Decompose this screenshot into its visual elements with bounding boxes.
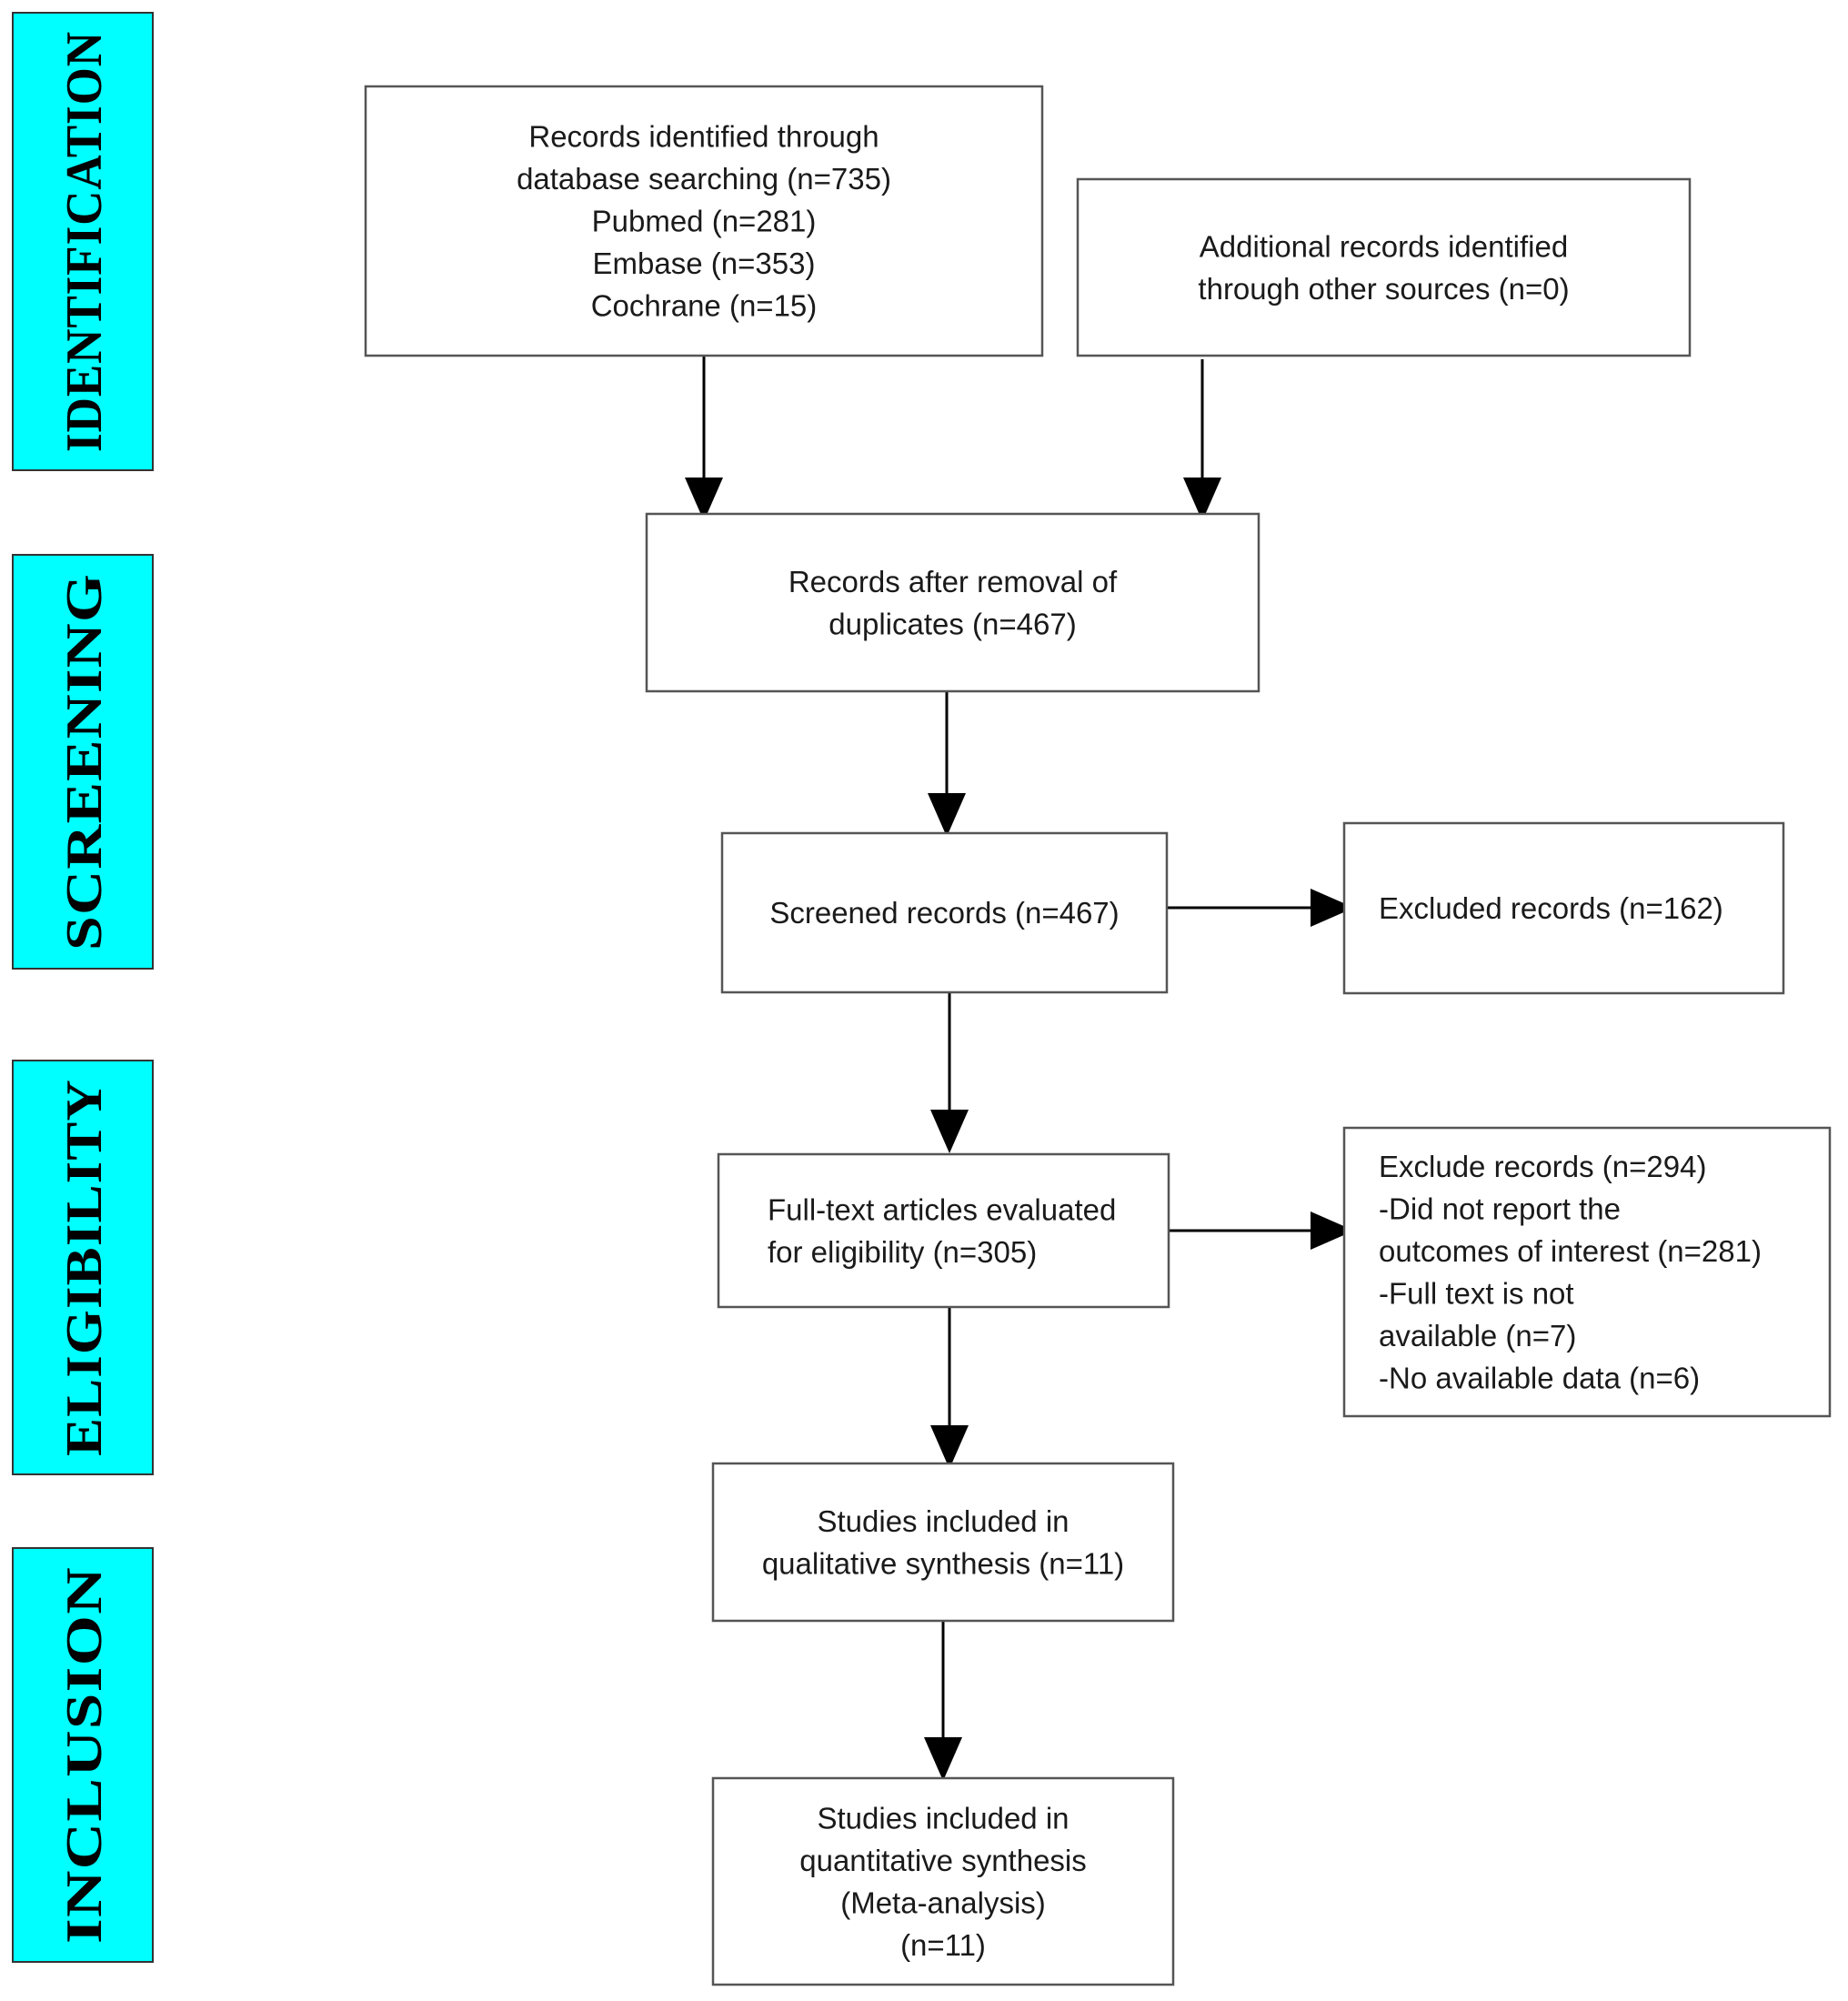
exclude-reasons-box-line: -Did not report the [1379, 1192, 1621, 1225]
arrow-other-to-duplicates-head [1183, 478, 1221, 521]
arrow-fulltext-to-exclude-reasons-head [1311, 1212, 1354, 1250]
database-records-box-line: Pubmed (n=281) [592, 205, 817, 238]
phase-screening: SCREENING [12, 554, 154, 970]
phase-eligibility-label: ELIGIBILITY [56, 1079, 113, 1456]
other-sources-box: Additional records identified through oth… [1076, 177, 1692, 357]
phase-identification-label: IDENTIFICATION [56, 31, 113, 452]
other-sources-box-line: Additional records identified [1200, 229, 1568, 263]
exclude-reasons-box-border [1342, 1126, 1832, 1418]
quantitative-box-border [711, 1776, 1175, 1986]
arrow-duplicates-to-screened-head [928, 793, 966, 837]
phase-screening-background [12, 554, 154, 970]
arrow-database-to-duplicates-head [685, 478, 723, 521]
exclude-reasons-box-line: -Full text is not [1379, 1276, 1574, 1310]
database-records-box-line: Cochrane (n=15) [591, 289, 818, 323]
phase-screening-label: SCREENING [56, 573, 113, 950]
qualitative-box-line: qualitative synthesis (n=11) [762, 1546, 1124, 1580]
database-records-box: Records identified through database searc… [364, 85, 1044, 357]
duplicates-removed-box-line: duplicates (n=467) [829, 607, 1076, 640]
duplicates-removed-box: Records after removal of duplicates (n=46… [645, 512, 1260, 693]
qualitative-box: Studies included in qualitative synthesis… [711, 1462, 1175, 1623]
screened-records-box: Screened records (n=467) [720, 831, 1169, 994]
arrow-other-to-duplicates [1183, 359, 1221, 521]
quantitative-box: Studies included in quantitative synthesi… [711, 1776, 1175, 1986]
excluded-records-box-border [1342, 821, 1785, 995]
full-text-box-line: Full-text articles evaluated [768, 1192, 1116, 1226]
qualitative-box-border [711, 1462, 1175, 1623]
database-records-box-line: Embase (n=353) [593, 246, 816, 280]
phase-inclusion: INCLUSION [12, 1547, 154, 1963]
quantitative-box-line: (Meta-analysis) [840, 1885, 1046, 1919]
flow-arrows [685, 356, 1354, 1781]
phase-identification: IDENTIFICATION [12, 12, 154, 471]
arrow-qualitative-to-quantitative [924, 1621, 962, 1781]
excluded-records-box-line: Excluded records (n=162) [1379, 891, 1723, 925]
arrow-screened-to-fulltext-head [930, 1110, 969, 1153]
phase-identification-background [12, 12, 154, 471]
database-records-box-line: Records identified through [528, 120, 879, 154]
phase-inclusion-label: INCLUSION [56, 1566, 113, 1944]
full-text-box-line: for eligibility (n=305) [768, 1235, 1037, 1269]
arrow-screened-to-excluded [1167, 889, 1354, 927]
arrow-qualitative-to-quantitative-head [924, 1737, 962, 1781]
other-sources-box-line: through other sources (n=0) [1198, 272, 1569, 306]
arrow-fulltext-to-qualitative-head [930, 1425, 969, 1469]
arrow-duplicates-to-screened [928, 691, 966, 837]
exclude-reasons-box-line: -No available data (n=6) [1379, 1361, 1700, 1394]
duplicates-removed-box-border [645, 512, 1260, 693]
arrow-fulltext-to-qualitative [930, 1307, 969, 1469]
arrow-fulltext-to-exclude-reasons [1169, 1212, 1354, 1250]
phase-inclusion-background [12, 1547, 154, 1963]
screened-records-box-line: Screened records (n=467) [769, 896, 1119, 930]
arrow-screened-to-fulltext [930, 992, 969, 1153]
phase-eligibility: ELIGIBILITY [12, 1060, 154, 1475]
phase-labels: IDENTIFICATION SCREENING ELIGIBILITY INCLUS… [12, 12, 154, 1963]
screened-records-box-border [720, 831, 1169, 994]
other-sources-box-border [1076, 177, 1692, 357]
full-text-box: Full-text articles evaluated for eligibil… [717, 1152, 1170, 1309]
exclude-reasons-box-line: Exclude records (n=294) [1379, 1150, 1706, 1183]
full-text-box-border [717, 1152, 1170, 1309]
flow-boxes: Records identified through database searc… [364, 85, 1832, 1986]
exclude-reasons-box-line: outcomes of interest (n=281) [1379, 1234, 1762, 1268]
database-records-box-line: database searching (n=735) [517, 162, 891, 196]
quantitative-box-line: quantitative synthesis [799, 1844, 1087, 1877]
qualitative-box-line: Studies included in [817, 1504, 1069, 1538]
arrow-screened-to-excluded-head [1311, 889, 1354, 927]
excluded-records-box: Excluded records (n=162) [1342, 821, 1785, 995]
exclude-reasons-box: Exclude records (n=294) -Did not report t… [1342, 1126, 1832, 1418]
database-records-box-border [364, 85, 1044, 357]
quantitative-box-line: Studies included in [817, 1801, 1069, 1835]
duplicates-removed-box-line: Records after removal of [788, 565, 1118, 598]
arrow-database-to-duplicates [685, 356, 723, 521]
quantitative-box-line: (n=11) [900, 1928, 986, 1962]
phase-eligibility-background [12, 1060, 154, 1475]
exclude-reasons-box-line: available (n=7) [1379, 1319, 1576, 1352]
